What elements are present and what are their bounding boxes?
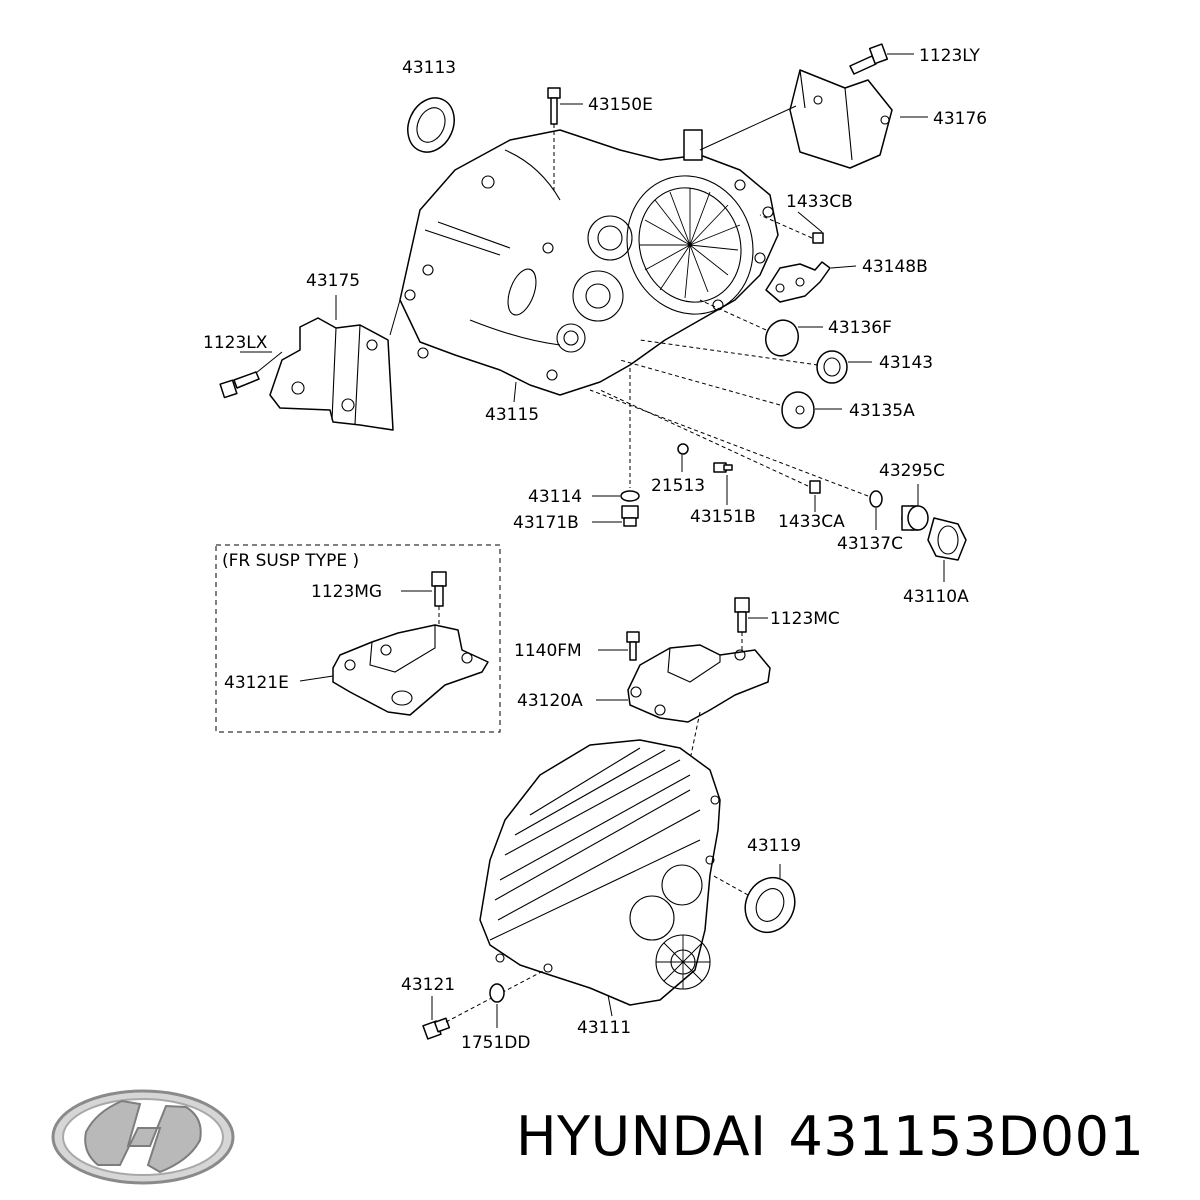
callout-1123MG: 1123MG (311, 582, 382, 602)
bolt-1123MC-part (734, 597, 768, 652)
snap-ring-43137C-part (869, 490, 883, 530)
callout-1123LY: 1123LY (919, 46, 980, 66)
part-number: 431153D001 (788, 1105, 1145, 1168)
bolt-1123LX-part (219, 351, 283, 399)
callout-43151B: 43151B (690, 507, 756, 527)
callout-43137C: 43137C (837, 534, 903, 554)
bolt-1123MG-part (401, 571, 447, 630)
bracket-43175-part (269, 295, 401, 431)
inset-label: (FR SUSP TYPE ) (222, 551, 359, 571)
fr-susp-type-inset (215, 544, 501, 733)
oil-seal-43143-part (639, 339, 872, 384)
callout-43135A: 43135A (849, 401, 915, 421)
oil-seal-43119-part (711, 864, 796, 934)
bracket-43120A-part (596, 644, 771, 761)
callout-1433CB: 1433CB (786, 192, 853, 212)
drain-plug-43171B-part (592, 505, 639, 527)
callout-43148B: 43148B (862, 257, 928, 277)
callout-1751DD: 1751DD (461, 1033, 530, 1053)
part-caption: HYUNDAI 431153D001 (516, 1105, 1144, 1168)
bolt-1123LY-part (849, 43, 914, 75)
callout-21513: 21513 (651, 476, 705, 496)
brand-name: HYUNDAI (516, 1105, 767, 1168)
washer-1751DD-part (489, 983, 505, 1028)
transaxle-housing-part (399, 129, 779, 396)
bolt-43150E-part (547, 87, 583, 190)
bracket-43121E-part (299, 624, 489, 716)
bracket-43176-part (699, 69, 928, 169)
callout-43175: 43175 (306, 271, 360, 291)
callout-43111: 43111 (577, 1018, 631, 1038)
callout-43295C: 43295C (879, 461, 945, 481)
callout-43110A: 43110A (903, 587, 969, 607)
callout-43120A: 43120A (517, 691, 583, 711)
bolt-43151B-part (713, 462, 733, 505)
bushing-43295C-part (901, 484, 929, 531)
callout-43121: 43121 (401, 975, 455, 995)
callout-1140FM: 1140FM (514, 641, 582, 661)
bolt-1140FM-part (598, 631, 640, 661)
callout-43121E: 43121E (224, 673, 289, 693)
transaxle-case-43111-part (479, 739, 721, 1017)
plate-43136F-part (699, 299, 823, 357)
plug-21513-part (677, 443, 689, 472)
callout-43114: 43114 (528, 487, 582, 507)
plate-43135A-part (619, 359, 842, 429)
callout-1433CA: 1433CA (778, 512, 845, 532)
callout-43113: 43113 (402, 58, 456, 78)
callout-43150E: 43150E (588, 95, 653, 115)
cover-43110A-part (927, 517, 967, 582)
callout-43136F: 43136F (828, 318, 892, 338)
callout-43119: 43119 (747, 836, 801, 856)
callout-1123LX: 1123LX (203, 333, 268, 353)
bracket-43148B-part (765, 261, 857, 303)
hyundai-logo (51, 1089, 235, 1185)
dowel-pin-1433CA-part (599, 389, 821, 512)
callout-43171B: 43171B (513, 513, 579, 533)
dowel-pin-1433CB-part (759, 211, 824, 244)
callout-43115: 43115 (485, 405, 539, 425)
washer-43114-part (592, 490, 640, 502)
drain-plug-43121-part (422, 969, 546, 1040)
callout-43176: 43176 (933, 109, 987, 129)
oil-seal-43113-part (407, 97, 455, 153)
callout-43143: 43143 (879, 353, 933, 373)
callout-1123MC: 1123MC (770, 609, 840, 629)
